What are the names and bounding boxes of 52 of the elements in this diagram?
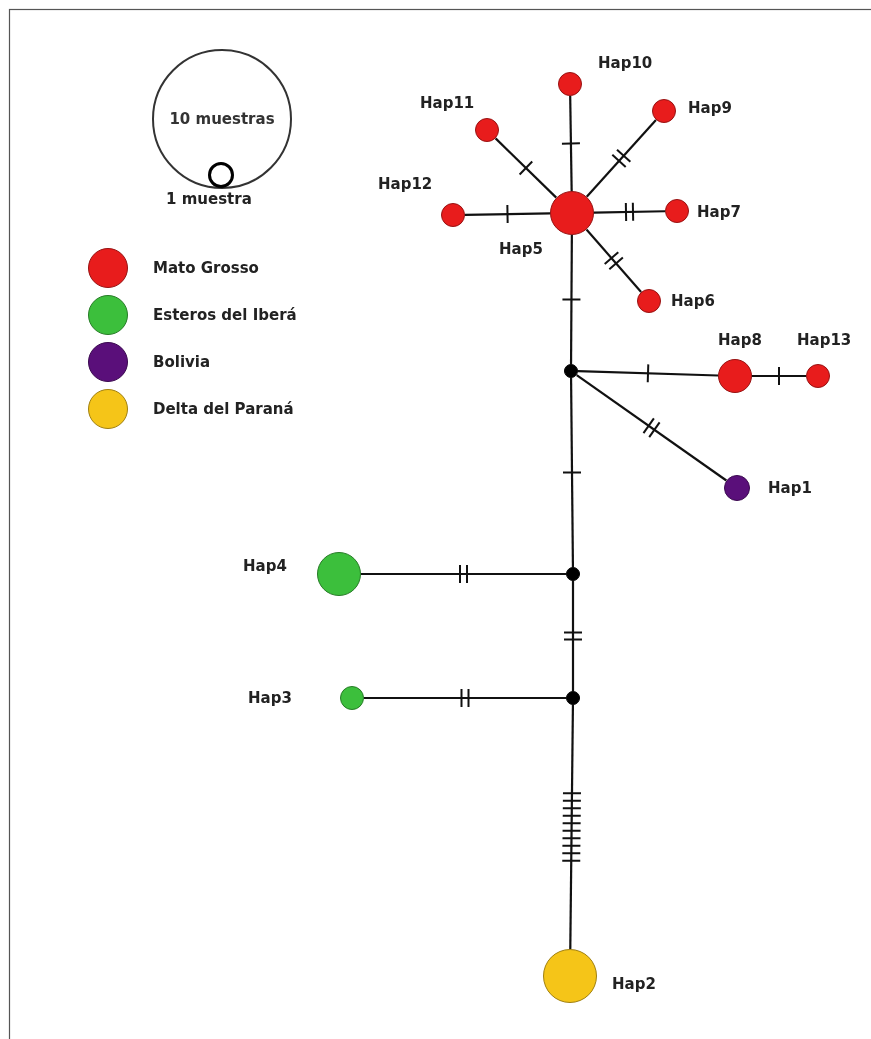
haplotype-label: Hap9 bbox=[688, 99, 732, 117]
network-line bbox=[569, 705, 574, 949]
legend-label: Delta del Paraná bbox=[153, 400, 294, 418]
haplotype-label: Hap2 bbox=[612, 975, 656, 993]
network-line bbox=[569, 96, 573, 191]
legend-label: Mato Grosso bbox=[153, 259, 259, 277]
scale-circle bbox=[152, 49, 292, 189]
network-line bbox=[585, 119, 657, 198]
scale-label: 10 muestras bbox=[169, 110, 275, 128]
haplotype-label: Hap7 bbox=[697, 203, 741, 221]
haplotype-circle bbox=[543, 949, 597, 1003]
haplotype-circle bbox=[317, 552, 361, 596]
haplotype-circle bbox=[208, 162, 234, 188]
haplotype-circle bbox=[652, 99, 676, 123]
network-line bbox=[593, 210, 666, 214]
network-line bbox=[465, 212, 550, 216]
network-line bbox=[571, 581, 575, 691]
scale-label: 1 muestra bbox=[166, 190, 252, 208]
haplotype-label: Hap3 bbox=[248, 689, 292, 707]
haplotype-label: Hap13 bbox=[797, 331, 852, 349]
legend-label: Esteros del Iberá bbox=[153, 306, 297, 324]
network-line bbox=[364, 696, 566, 700]
haplotype-circle bbox=[637, 289, 661, 313]
haplotype-label: Hap10 bbox=[598, 54, 653, 72]
median-vector-node bbox=[566, 691, 580, 705]
haplotype-circle bbox=[718, 359, 752, 393]
network-line bbox=[577, 370, 719, 377]
median-vector-node bbox=[564, 364, 578, 378]
haplotype-circle bbox=[475, 118, 499, 142]
network-line bbox=[494, 137, 558, 199]
haplotype-label: Hap5 bbox=[499, 240, 543, 258]
network-line bbox=[569, 235, 573, 364]
legend-label: Bolivia bbox=[153, 353, 211, 371]
haplotype-circle bbox=[340, 686, 364, 710]
haplotype-circle bbox=[550, 191, 594, 235]
haplotype-circle bbox=[558, 72, 582, 96]
median-vector-node bbox=[566, 567, 580, 581]
haplotype-circle bbox=[441, 203, 465, 227]
network-line bbox=[752, 374, 806, 378]
haplotype-label: Hap1 bbox=[768, 479, 812, 497]
network-line bbox=[569, 378, 575, 567]
network-line bbox=[576, 374, 727, 482]
haplotype-label: Hap8 bbox=[718, 331, 762, 349]
haplotype-label: Hap12 bbox=[378, 175, 433, 193]
haplotype-circle bbox=[806, 364, 830, 388]
haplotype-label: Hap11 bbox=[420, 94, 475, 112]
haplotype-circle bbox=[724, 475, 750, 501]
haplotype-label: Hap4 bbox=[243, 557, 287, 575]
network-line bbox=[585, 228, 642, 293]
haplotype-circle bbox=[665, 199, 689, 223]
haplotype-label: Hap6 bbox=[671, 292, 715, 310]
network-line bbox=[361, 572, 566, 576]
